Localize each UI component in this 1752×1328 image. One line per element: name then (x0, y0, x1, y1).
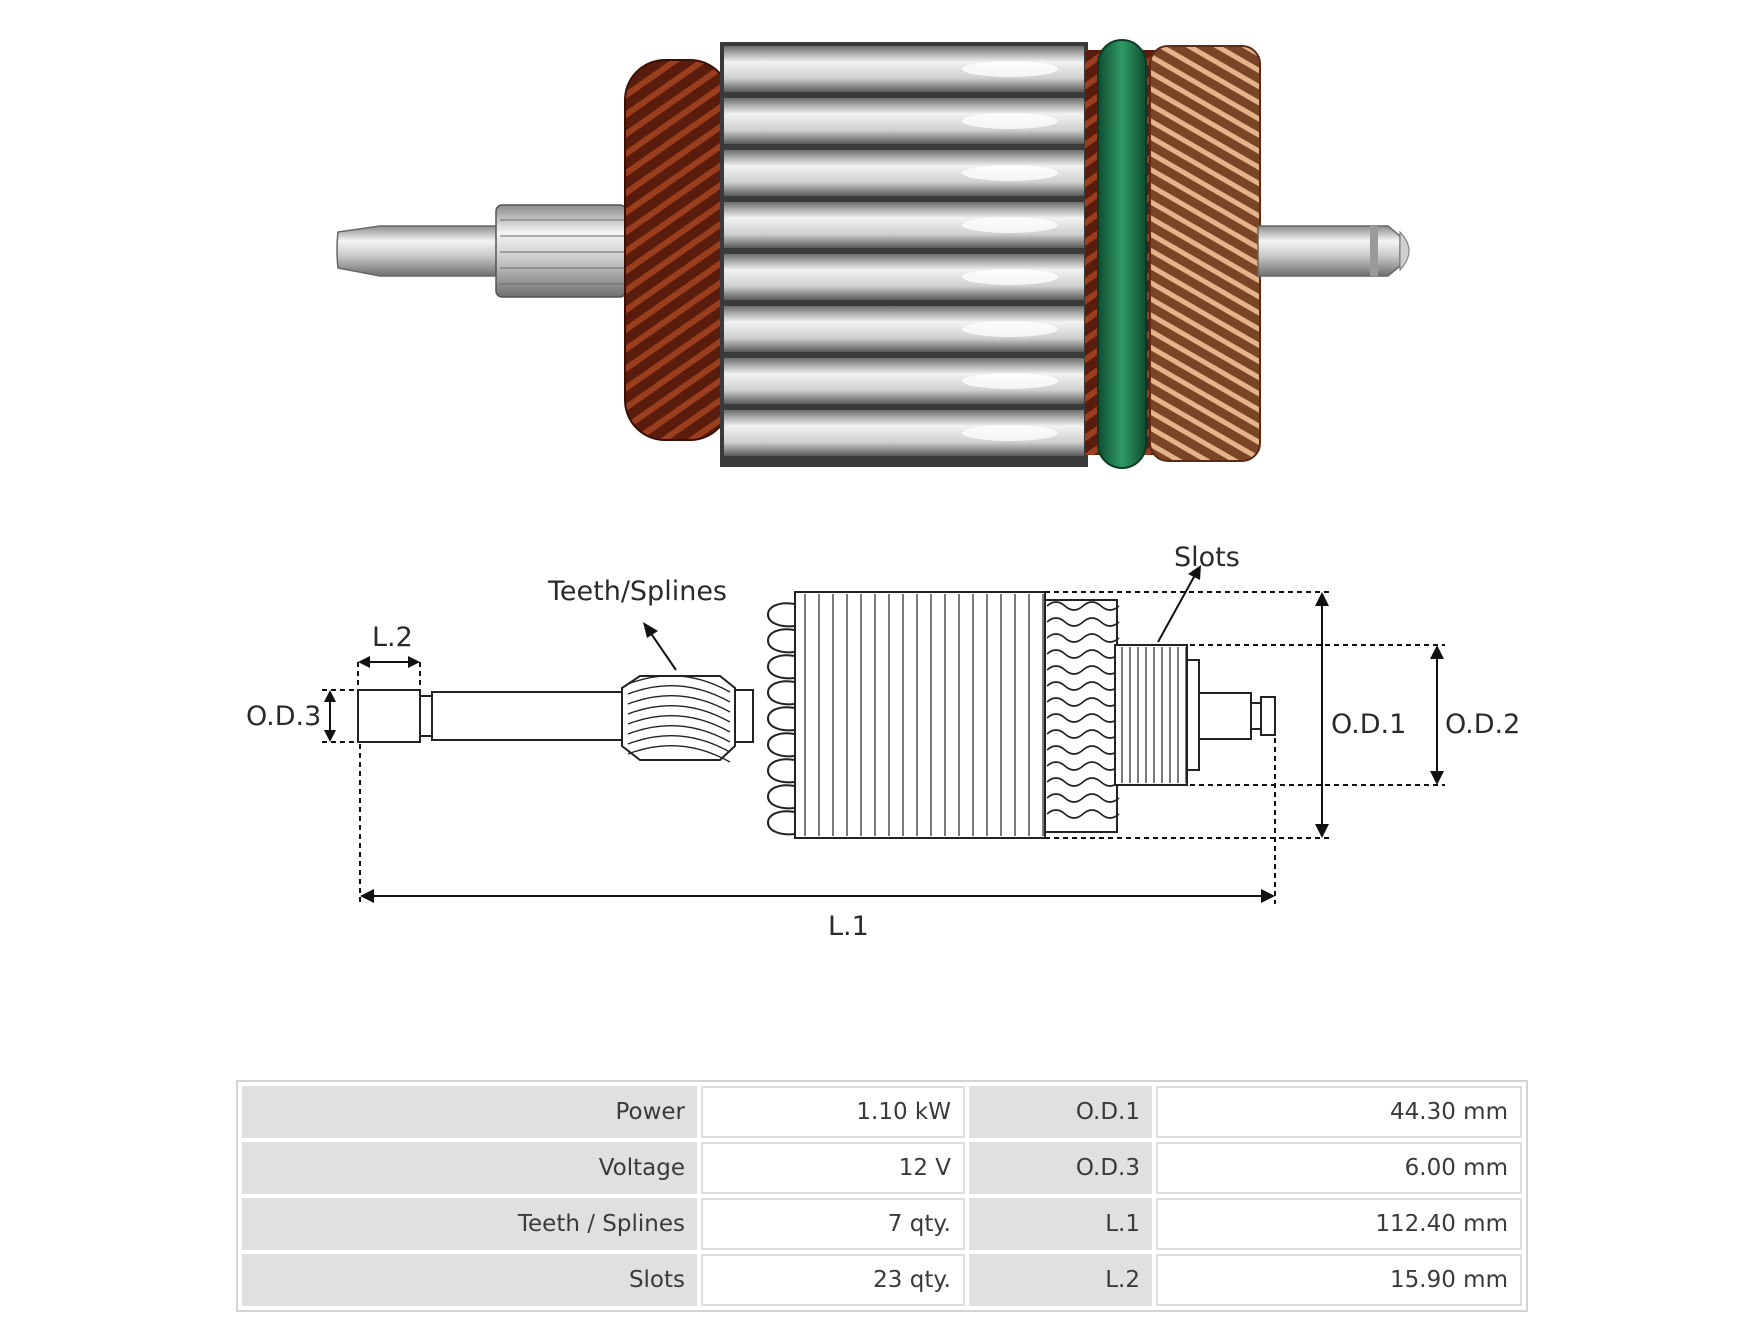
spec-value: 1.10 kW (701, 1086, 965, 1138)
spec-label: L.2 (969, 1254, 1152, 1306)
drawing-shaft-end (357, 689, 421, 743)
spec-label: Voltage (242, 1142, 697, 1194)
spec-value: 112.40 mm (1156, 1198, 1522, 1250)
drawing-shaft (431, 691, 623, 741)
spec-value: 12 V (701, 1142, 965, 1194)
drawing-commutator (1114, 644, 1188, 786)
spec-label: O.D.1 (969, 1086, 1152, 1138)
right-shaft (1257, 225, 1401, 277)
drawing-splines (621, 675, 736, 761)
commutator-riser (1149, 45, 1261, 462)
left-shaft-tip (336, 225, 501, 277)
label-od2: O.D.2 (1445, 709, 1520, 740)
spec-label: L.1 (969, 1198, 1152, 1250)
spec-value: 44.30 mm (1156, 1086, 1522, 1138)
left-windings (624, 59, 731, 441)
green-oring (1097, 39, 1147, 469)
spec-label: Slots (242, 1254, 697, 1306)
spec-label: Teeth / Splines (242, 1198, 697, 1250)
drawing-core (794, 591, 1046, 839)
label-teeth-splines: Teeth/Splines (547, 576, 727, 607)
label-slots: Slots (1174, 542, 1240, 573)
spec-value: 23 qty. (701, 1254, 965, 1306)
spec-value: 15.90 mm (1156, 1254, 1522, 1306)
armature-photo (336, 39, 1410, 469)
armature-drawing (357, 591, 1276, 839)
label-od3: O.D.3 (246, 701, 321, 732)
label-l2: L.2 (372, 622, 413, 653)
spec-value: 6.00 mm (1156, 1142, 1522, 1194)
dimension-lines (322, 565, 1445, 904)
drawing-right-shaft (1198, 692, 1252, 740)
label-od1: O.D.1 (1331, 709, 1406, 740)
spec-value: 7 qty. (701, 1198, 965, 1250)
spec-label: O.D.3 (969, 1142, 1152, 1194)
label-l1: L.1 (828, 911, 869, 942)
pinion-gear (495, 204, 627, 298)
spec-label: Power (242, 1086, 697, 1138)
